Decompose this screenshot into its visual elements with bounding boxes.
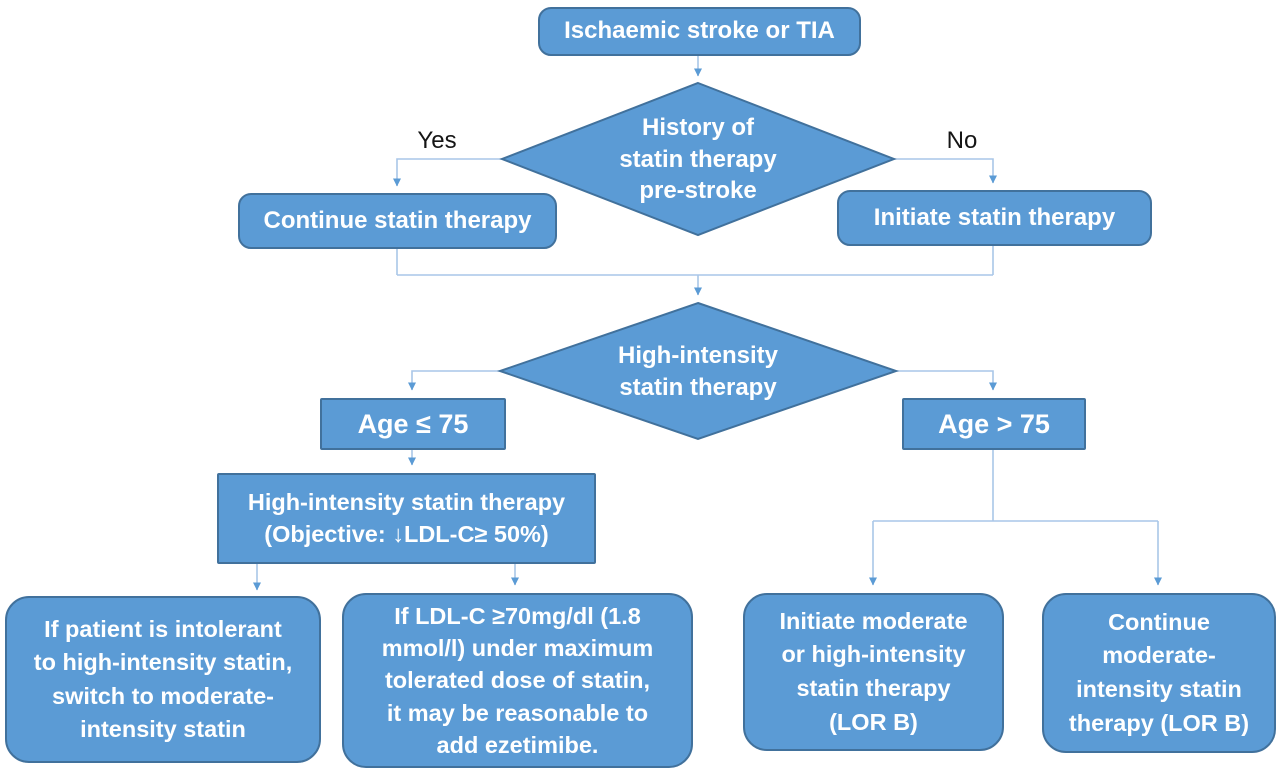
node-continue-statin-label: Continue statin therapy: [263, 206, 532, 234]
edge-history-yes-to-continue: [393, 158, 502, 187]
branch-label-yes: Yes: [417, 127, 457, 154]
node-high-intensity-objective: High-intensity statin therapy (Objective…: [217, 473, 596, 564]
branch-label-no: No: [946, 127, 978, 154]
node-continue-moderate: Continue moderate- intensity statin ther…: [1042, 593, 1276, 753]
edge-history-no-to-initiate: [894, 158, 997, 184]
node-ldl-ezetimibe: If LDL-C ≥70mg/dl (1.8 mmol/l) under max…: [342, 593, 693, 768]
node-age-gt-75-label: Age > 75: [938, 408, 1050, 439]
node-initiate-statin-label: Initiate statin therapy: [873, 203, 1116, 231]
node-initiate-statin: Initiate statin therapy: [837, 190, 1152, 246]
node-age-le-75-label: Age ≤ 75: [357, 408, 469, 439]
node-intolerant-switch: If patient is intolerant to high-intensi…: [5, 596, 321, 763]
decision-history-diamond: [499, 81, 897, 237]
decision-intensity-label: High-intensity statin therapy: [618, 342, 778, 401]
node-start: Ischaemic stroke or TIA: [538, 7, 861, 56]
node-initiate-moderate: Initiate moderate or high-intensity stat…: [743, 593, 1004, 751]
edge-intensity-to-age-gt: [896, 370, 997, 391]
edge-intensity-to-age-le: [408, 370, 500, 391]
node-start-label: Ischaemic stroke or TIA: [564, 17, 835, 45]
decision-intensity-diamond: [496, 301, 900, 441]
node-age-gt-75: Age > 75: [902, 398, 1086, 450]
node-continue-statin: Continue statin therapy: [238, 193, 557, 249]
decision-history-label: History of statin therapy pre-stroke: [619, 114, 777, 205]
node-age-le-75: Age ≤ 75: [320, 398, 506, 450]
